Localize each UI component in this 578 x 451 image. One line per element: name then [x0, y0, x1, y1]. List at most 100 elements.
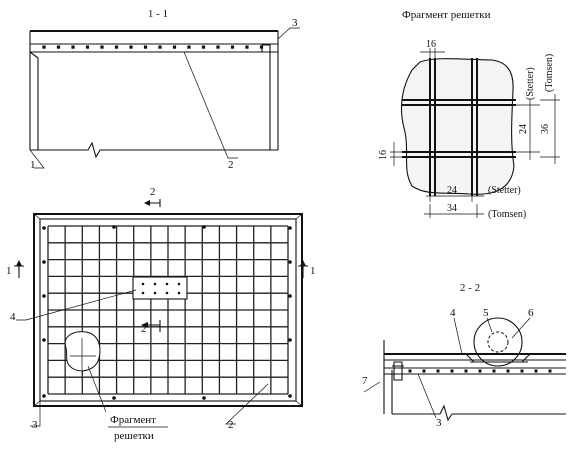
fragment-label-line2: решетки — [114, 430, 154, 442]
rail-section-dot — [506, 369, 510, 373]
cut-2-bottom-mark — [146, 320, 161, 332]
grating-fragment: Фрагмент решетки 16 16 24 36 (Stetter) (… — [378, 9, 560, 220]
dim-36-vert-line — [540, 94, 560, 164]
roller — [473, 317, 523, 367]
bolt — [392, 361, 404, 381]
roller-axle — [487, 331, 509, 353]
cut-1-right-mark — [298, 265, 308, 278]
bar-section-dot — [172, 45, 177, 49]
leader-3-plan — [30, 401, 41, 427]
leader-6 — [511, 317, 531, 339]
dim-24-vert-line — [512, 100, 540, 160]
section-1-1: 1 - 1 3 2 1 — [29, 8, 300, 171]
leader-1 — [29, 149, 45, 169]
fastener-dot — [288, 226, 292, 230]
cut-2-top-label: 2 — [150, 186, 156, 198]
frame-corners — [33, 213, 303, 407]
bar-section-dot — [100, 45, 104, 49]
cut-1-right-label: 1 — [310, 265, 316, 277]
rail-section-dot — [464, 369, 468, 373]
rail-section-dot — [450, 369, 454, 373]
mounting-plate — [132, 276, 188, 300]
label-5: 5 — [483, 307, 489, 319]
leader-3-s — [417, 373, 437, 419]
leader-2-plan — [225, 383, 269, 425]
label-6: 6 — [528, 307, 534, 319]
fastener-dot — [42, 260, 46, 264]
section-2-2: 2 - 2 4 5 6 7 3 — [362, 282, 566, 429]
cut-2-top-arrow — [144, 200, 150, 206]
fragment-blob — [401, 58, 515, 195]
fastener-dot — [42, 338, 46, 342]
tomsen-vertical: (Tomsen) — [544, 54, 555, 92]
dim-24-horiz: 24 — [447, 185, 457, 196]
bar-section-dot — [230, 45, 235, 49]
rail-section-dot — [520, 369, 524, 373]
wall-right — [269, 52, 279, 150]
cut-1-left-mark — [14, 265, 24, 278]
bar-section-dot — [85, 45, 90, 49]
bar-section-dot — [129, 45, 133, 49]
label-1: 1 — [30, 159, 36, 171]
cut-1-right-arrow — [300, 260, 306, 266]
label-7: 7 — [362, 375, 368, 387]
beam-outline — [29, 31, 279, 53]
fragment-bars — [70, 338, 96, 370]
leader-fragment — [87, 365, 107, 413]
dim-24-horiz-line — [426, 192, 484, 202]
frame-outer — [33, 213, 303, 407]
stetter-horizontal: (Stetter) — [488, 185, 521, 196]
label-3-plan: 3 — [32, 419, 38, 431]
fastener-dot — [288, 338, 292, 342]
break-line — [30, 141, 278, 159]
cut-2-bottom-label: 2 — [141, 323, 147, 335]
dim-16-top: 16 — [426, 39, 436, 50]
rail-layers — [384, 359, 566, 375]
dim-16-left-line — [390, 142, 404, 166]
label-3: 3 — [292, 17, 298, 29]
stetter-vertical: (Stetter) — [525, 67, 536, 100]
plate-bolts — [141, 282, 181, 295]
rail-section-dot — [492, 369, 496, 373]
fastener-dot — [202, 225, 206, 229]
label-2: 2 — [228, 159, 234, 171]
horizontal-bars — [402, 99, 516, 158]
dim-34-horiz-line — [424, 204, 484, 218]
wall-left — [29, 51, 39, 150]
dim-24-vert: 24 — [518, 124, 529, 134]
frame-inner — [39, 218, 297, 402]
grating-bar-sections — [42, 45, 264, 49]
fastener-dot — [288, 294, 292, 298]
leader-2 — [183, 51, 238, 159]
label-4: 4 — [450, 307, 456, 319]
fastener-dot — [112, 225, 116, 229]
bar-section-dot — [187, 45, 191, 49]
fastener-dot — [42, 226, 46, 230]
fastener-dot — [288, 394, 292, 398]
fastener-dot — [42, 394, 46, 398]
fastener-dot — [42, 294, 46, 298]
dim-16-left: 16 — [378, 150, 389, 160]
rail-section-dot — [478, 369, 482, 373]
section-2-2-title: 2 - 2 — [460, 282, 480, 294]
cut-1-left-arrow — [16, 260, 22, 266]
label-3-s: 3 — [436, 417, 442, 429]
frame-fasteners — [42, 225, 292, 400]
fastener-dot — [288, 260, 292, 264]
dim-34-horiz: 34 — [447, 203, 457, 214]
fragment-outline — [64, 331, 101, 372]
leader-5 — [486, 317, 493, 333]
fragment-title: Фрагмент решетки — [402, 9, 491, 21]
section-1-1-title: 1 - 1 — [148, 8, 168, 20]
cut-1-left-label: 1 — [6, 265, 12, 277]
rail-section-dot — [534, 369, 538, 373]
bar-section-dot — [216, 45, 220, 49]
break-line-2 — [392, 404, 566, 422]
label-2-plan: 2 — [228, 419, 234, 431]
bar-section-dot — [245, 45, 249, 49]
bar-section-dot — [143, 45, 148, 49]
bar-section-dot — [158, 45, 162, 49]
bar-section-dot — [56, 45, 61, 49]
plan-view: 2 1 1 2 4 3 — [6, 186, 316, 442]
